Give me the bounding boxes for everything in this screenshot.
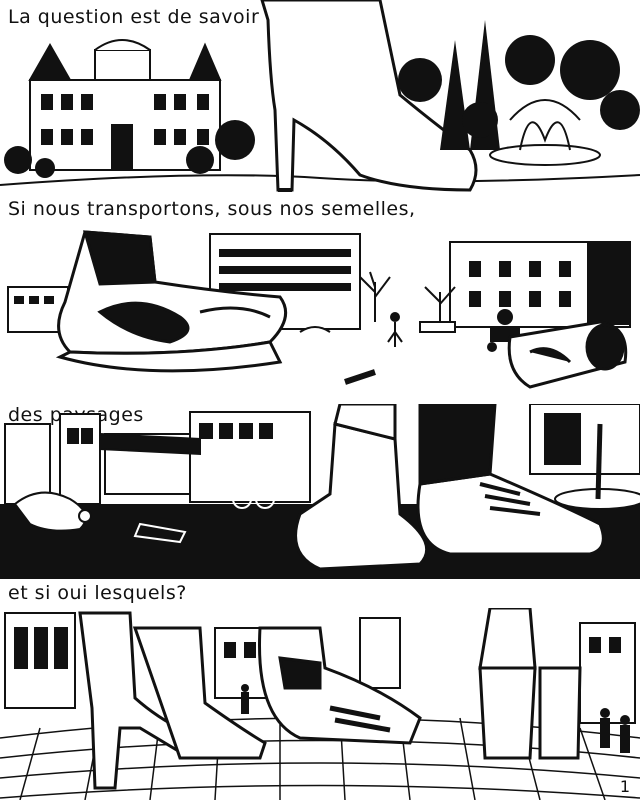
panel-chateau-heel <box>0 0 640 195</box>
park-trees <box>398 20 640 150</box>
panel-city-street <box>0 404 640 582</box>
panel-cobblestone-feet <box>0 608 640 800</box>
high-heel-shoe <box>260 0 478 192</box>
fountain <box>489 99 601 166</box>
ankle-boot <box>294 404 429 571</box>
bottle-litter <box>133 522 187 544</box>
street-buildings <box>4 404 640 505</box>
tall-boots <box>478 608 582 760</box>
pigeon <box>13 491 92 532</box>
caption-transport: Si nous transportons, sous nos semelles, <box>8 198 416 220</box>
heels-pair <box>78 611 267 790</box>
panel-sneaker-suburb <box>0 222 640 400</box>
oxford-shoe <box>416 404 605 556</box>
cyclist <box>232 468 275 509</box>
crushed-can <box>507 320 628 389</box>
sneaker-shoe <box>55 230 288 373</box>
caption-question: La question est de savoir <box>8 6 260 28</box>
page-number: 1 <box>619 777 630 796</box>
caption-lesquels: et si oui lesquels? <box>8 582 187 604</box>
sneakers-pair <box>258 626 422 745</box>
